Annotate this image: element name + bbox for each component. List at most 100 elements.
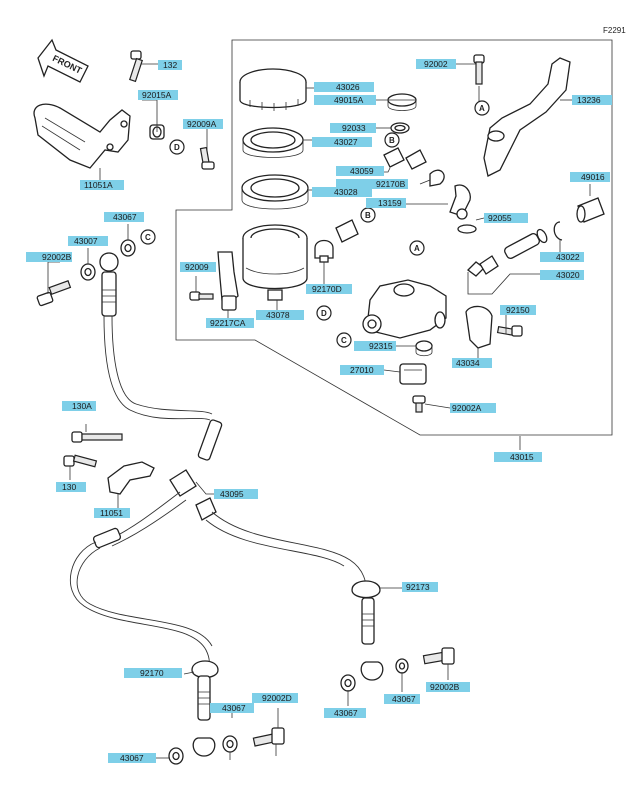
part-label-92002[interactable]: 92002 [416, 59, 456, 69]
label-text: 43067 [334, 708, 358, 718]
part-label-43026[interactable]: 43026 [314, 82, 374, 92]
label-text: 49015A [334, 95, 364, 105]
label-text: 92217CA [210, 318, 246, 328]
part-label-43095[interactable]: 43095 [214, 489, 258, 499]
part-label-43067-left2[interactable]: 43067 [108, 753, 156, 763]
part-label-27010[interactable]: 27010 [340, 365, 384, 375]
cap-ring-49015a [387, 93, 417, 111]
clip-92170b [429, 169, 445, 187]
hose-joint-13159 [449, 184, 471, 220]
clamp-92170d [314, 239, 334, 263]
part-label-92170d[interactable]: 92170D [306, 284, 352, 294]
label-text: 43020 [556, 270, 580, 280]
part-label-92033[interactable]: 92033 [330, 123, 376, 133]
label-text: 92002B [42, 252, 72, 262]
part-label-43059[interactable]: 43059 [336, 166, 384, 176]
piston-kit-43020 [467, 228, 548, 277]
label-text: 92315 [369, 341, 393, 351]
ring-92033 [390, 122, 410, 134]
part-label-92002b-top[interactable]: 92002B [26, 252, 72, 262]
label-text: 43067 [222, 703, 246, 713]
plate-43028 [241, 174, 309, 210]
washer-43067-right1 [340, 674, 356, 692]
label-text: 43007 [74, 236, 98, 246]
part-label-92217ca[interactable]: 92217CA [206, 318, 254, 328]
label-text: 92173 [406, 582, 430, 592]
part-label-92009[interactable]: 92009 [180, 262, 216, 272]
part-label-43034[interactable]: 43034 [452, 358, 492, 368]
part-label-43067-right2[interactable]: 43067 [384, 694, 420, 704]
part-label-92055[interactable]: 92055 [484, 213, 528, 223]
reservoir-43078 [242, 224, 308, 301]
ref-circle-c2: C [336, 332, 352, 348]
label-text: 11051 [100, 508, 123, 518]
part-label-43007[interactable]: 43007 [68, 236, 108, 246]
part-label-92315[interactable]: 92315 [354, 341, 396, 351]
assembly-outline [175, 39, 613, 436]
part-label-130a[interactable]: 130A [62, 401, 96, 411]
hose-sleeve-upper [197, 419, 223, 461]
label-text: 92170B [376, 179, 406, 189]
label-text: 43022 [556, 252, 580, 262]
part-label-43078[interactable]: 43078 [256, 310, 304, 320]
part-label-43028[interactable]: 43028 [312, 187, 372, 197]
bracket-92217ca [217, 251, 239, 311]
label-text: 132 [163, 60, 177, 70]
label-text: 92002D [262, 693, 292, 703]
part-label-49015a[interactable]: 49015A [314, 95, 376, 105]
part-label-92002b-bottom[interactable]: 92002B [426, 682, 470, 692]
part-label-92170[interactable]: 92170 [124, 668, 182, 678]
part-label-43067-left1[interactable]: 43067 [210, 703, 254, 713]
lever-13236 [483, 57, 571, 177]
ref-circle-b1: B [384, 132, 400, 148]
ref-b1-text: B [389, 136, 395, 145]
ref-circle-a1: A [474, 100, 490, 116]
part-label-92015a[interactable]: 92015A [138, 90, 178, 100]
part-label-130[interactable]: 130 [56, 482, 86, 492]
part-label-43020[interactable]: 43020 [540, 270, 584, 280]
part-label-92170b[interactable]: 92170B [336, 179, 408, 189]
banjo-bolt-92002b-top [36, 280, 72, 307]
bolt-92009a [199, 146, 215, 170]
part-label-43015[interactable]: 43015 [494, 452, 542, 462]
leader-lines [47, 63, 591, 760]
part-label-11051a[interactable]: 11051A [80, 180, 124, 190]
part-label-13159[interactable]: 13159 [366, 198, 406, 208]
label-text: 130A [72, 401, 92, 411]
clamp-27010 [399, 363, 427, 385]
ref-a1-text: A [479, 104, 485, 113]
label-text: 43026 [336, 82, 360, 92]
hose-joint-43095 [169, 469, 217, 521]
part-label-132[interactable]: 132 [158, 60, 182, 70]
part-label-92150[interactable]: 92150 [500, 305, 536, 315]
hose-43059 [383, 147, 427, 170]
label-text: 92009 [185, 262, 209, 272]
master-cylinder-43015 [362, 279, 447, 339]
label-text: 43095 [220, 489, 244, 499]
ref-d2-text: D [321, 309, 327, 318]
part-label-92009a[interactable]: 92009A [183, 119, 223, 129]
banjo-92173 [351, 580, 384, 681]
washer-43067-top [120, 239, 136, 257]
diagram-code: F2291 [603, 26, 626, 35]
part-label-43067-right1[interactable]: 43067 [324, 708, 366, 718]
ref-a2-text: A [414, 244, 420, 253]
part-label-92002d[interactable]: 92002D [252, 693, 298, 703]
label-text: 43067 [392, 694, 416, 704]
part-label-11051[interactable]: 11051 [94, 508, 130, 518]
oring-92055 [457, 224, 477, 234]
part-label-43027[interactable]: 43027 [312, 137, 372, 147]
part-label-43022[interactable]: 43022 [540, 252, 584, 262]
label-text: 92055 [488, 213, 512, 223]
part-label-92173[interactable]: 92173 [402, 582, 438, 592]
banjo-fitting-top [99, 252, 119, 317]
part-label-92002a[interactable]: 92002A [450, 403, 496, 413]
label-text: 43015 [510, 452, 534, 462]
ref-c1-text: C [145, 233, 151, 242]
banjo-bolt-92002d [252, 727, 285, 747]
part-label-43067-top[interactable]: 43067 [104, 212, 144, 222]
part-label-13236[interactable]: 13236 [572, 95, 612, 105]
front-arrow-icon: FRONT [37, 38, 89, 83]
part-label-49016[interactable]: 49016 [570, 172, 610, 182]
bolt-130a [71, 431, 123, 443]
